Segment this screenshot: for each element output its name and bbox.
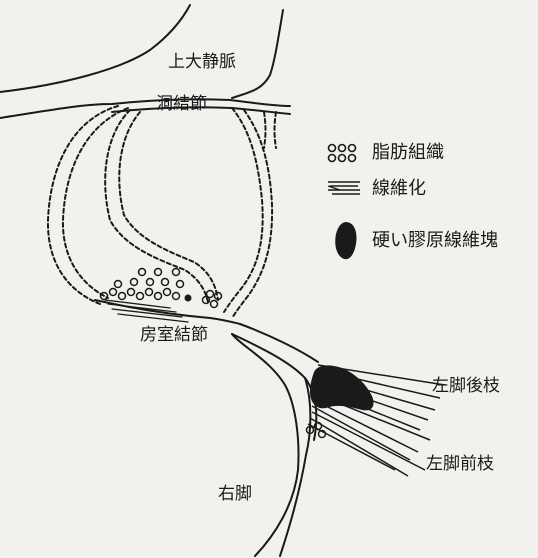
vena-cava-wall-outer — [0, 5, 190, 92]
av-junction-line — [95, 300, 240, 324]
legend-label-hard-collagen: 硬い膠原線維塊 — [372, 232, 498, 250]
legend-fibrosis-symbol — [328, 182, 360, 194]
av-node-dot — [185, 295, 192, 302]
right-bundle-outer — [232, 334, 298, 556]
crista-path-left — [264, 112, 266, 148]
legend-label-fat: 脂肪組織 — [372, 144, 444, 162]
internodal-path-inner — [119, 112, 218, 300]
posterior-path-inner — [232, 110, 272, 318]
vena-cava-wall-right — [232, 10, 283, 98]
internodal-path-middle — [105, 110, 208, 302]
legend-fat-symbol — [329, 145, 356, 162]
internodal-path-second — [63, 108, 128, 298]
his-bundle-lower — [232, 334, 316, 440]
label-left-posterior-fascicle: 左脚後枝 — [432, 378, 500, 395]
label-sa-node: 洞結節 — [156, 96, 207, 113]
crista-path-right — [275, 112, 277, 148]
right-bundle-inner — [280, 378, 310, 556]
label-left-anterior-fascicle: 左脚前枝 — [426, 456, 494, 473]
legend-label-fibrosis: 線維化 — [372, 180, 426, 198]
label-av-node: 房室結節 — [140, 327, 208, 344]
legend-collagen-symbol — [335, 222, 356, 259]
label-superior-vena-cava: 上大静脈 — [168, 54, 236, 71]
label-right-bundle: 右脚 — [218, 486, 252, 503]
